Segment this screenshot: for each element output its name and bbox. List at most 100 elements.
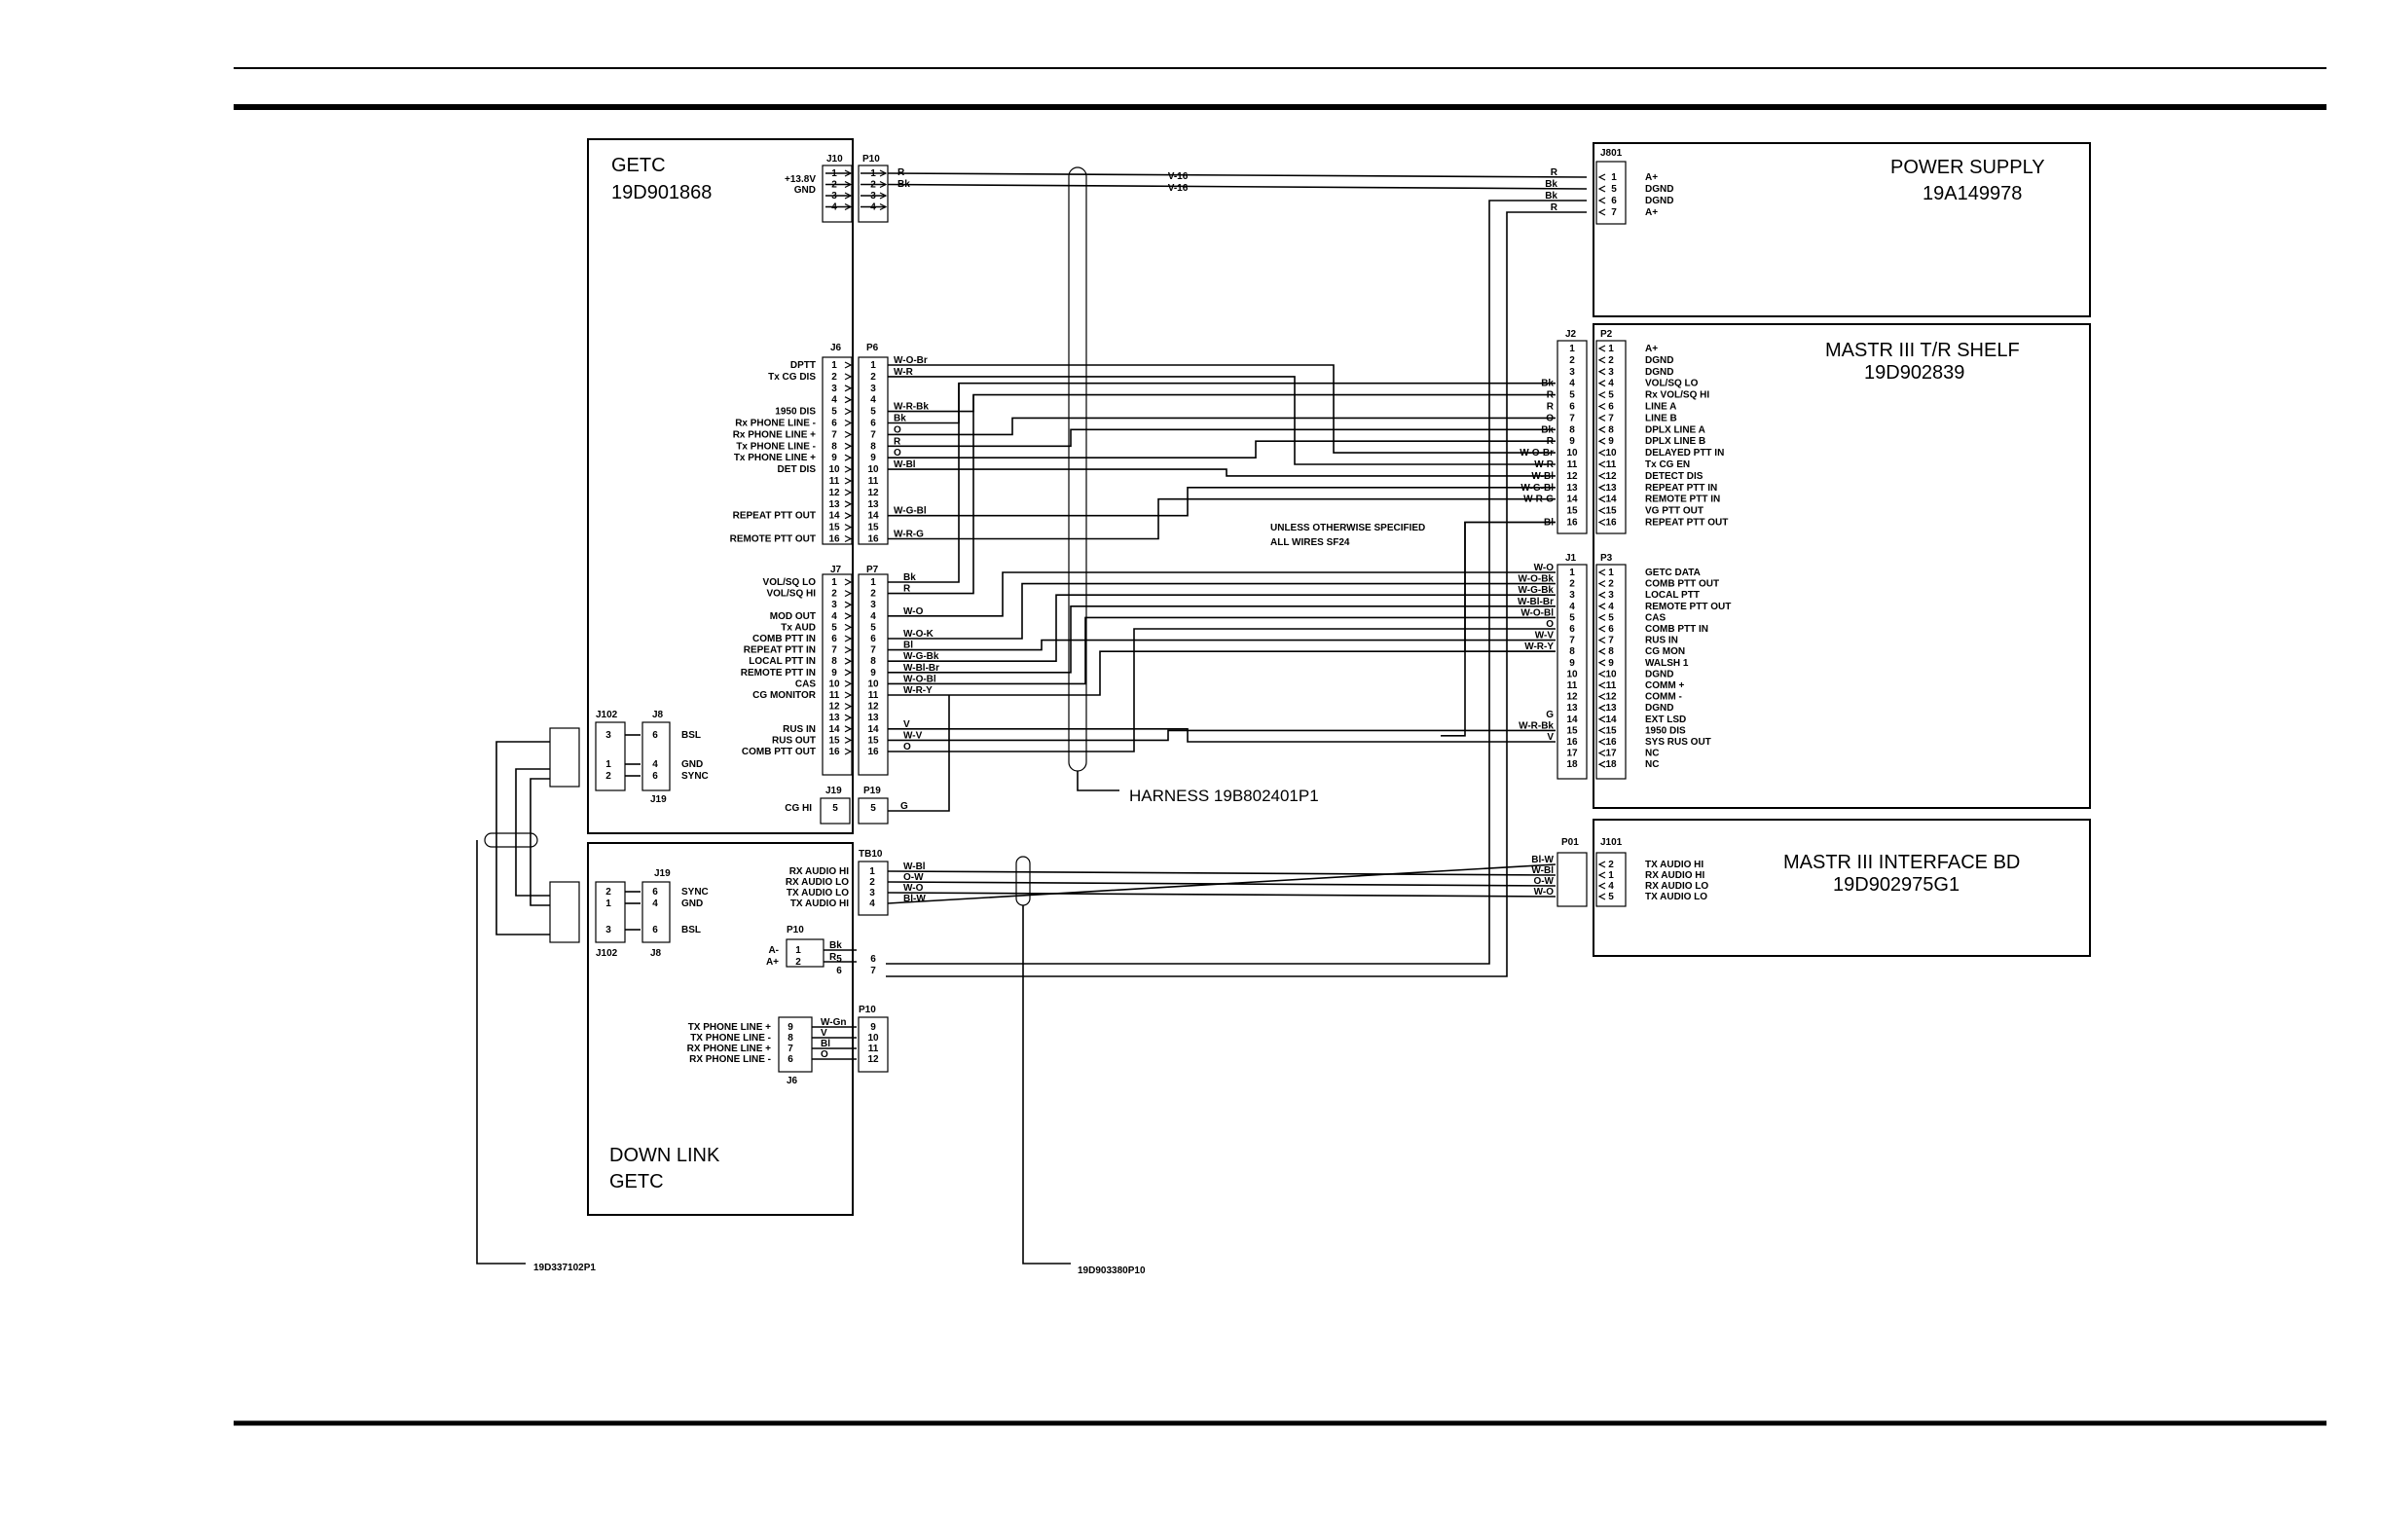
j8-bot-housing — [641, 881, 671, 943]
downlink-part: GETC — [609, 1171, 664, 1192]
j7-pin-arrow — [844, 714, 853, 721]
harness-leader — [1077, 771, 1119, 791]
j6-dl-pin: 9 — [788, 1022, 793, 1033]
j2-pin: 5 — [1569, 390, 1575, 401]
j7-signal: RUS IN — [783, 724, 816, 735]
j1-pin: 17 — [1566, 749, 1578, 759]
j1-pin: 13 — [1566, 703, 1578, 714]
p3-pin: 5 — [1608, 612, 1614, 623]
p10-pin-arrow — [879, 180, 888, 189]
j1-color: W-O-Bk — [1519, 574, 1555, 585]
j8-bot-name: J8 — [650, 948, 662, 959]
p7-j1-wire — [888, 616, 1556, 685]
j7-pin-arrow — [844, 669, 853, 677]
p7-j1-wire — [888, 650, 1556, 696]
j1-pin: 5 — [1569, 612, 1575, 623]
p6-pin: 13 — [867, 499, 879, 510]
j102-bot-pin: 3 — [605, 925, 611, 935]
p2-signal: VOL/SQ LO — [1645, 379, 1699, 389]
j1-pin: 6 — [1569, 624, 1575, 635]
j2-pin: 4 — [1569, 379, 1575, 389]
p3-pin: 2 — [1608, 579, 1614, 590]
tb10-color: W-Bl — [903, 862, 926, 872]
p3-pin-arrow — [1597, 659, 1606, 667]
p2-pin: 2 — [1608, 355, 1614, 366]
j801-pin-arrow — [1597, 173, 1606, 181]
j8-bot-pin: 6 — [652, 925, 658, 935]
j6-pin: 15 — [828, 523, 840, 533]
j1-pin: 14 — [1566, 715, 1578, 725]
p2-signal: LINE A — [1645, 402, 1676, 413]
j1-color: W-R-Bk — [1519, 720, 1554, 731]
cable2-label: 19D903380P10 — [1078, 1265, 1146, 1276]
j8-bot-signal: BSL — [681, 925, 701, 935]
j7-pin-arrow — [844, 657, 853, 665]
p3-signal: DGND — [1645, 669, 1673, 679]
j7-pin: 14 — [828, 724, 840, 735]
p3-pin-arrow — [1597, 603, 1606, 610]
dl-p10-name: P10 — [787, 925, 804, 935]
p6-pin: 12 — [867, 488, 879, 498]
p2-pin-arrow — [1597, 356, 1606, 364]
tb10-p01-wire — [887, 870, 1557, 876]
p3-pin-arrow — [1597, 681, 1606, 689]
p19-label: P19 — [863, 786, 881, 796]
j6-dl-color: W-Gn — [821, 1017, 846, 1028]
p3-pin: 1 — [1608, 568, 1614, 578]
j801-pin-arrow — [1597, 197, 1606, 204]
j7-pin-arrow — [844, 703, 853, 711]
p10-dl-pin: 11 — [868, 1044, 879, 1054]
p3-pin-arrow — [1597, 726, 1606, 734]
p3-pin: 6 — [1608, 624, 1614, 635]
p7-j1-wire — [888, 594, 1556, 662]
p3-pin-arrow — [1597, 591, 1606, 599]
p7-color: Bk — [903, 572, 916, 583]
p7-pin: 15 — [867, 735, 879, 746]
p10-pin-arrow — [879, 192, 888, 200]
cghi-wire — [888, 695, 950, 812]
p3-pin-arrow — [1597, 693, 1606, 701]
dl-p10-color: Bk — [829, 940, 842, 951]
p2-pin: 14 — [1605, 495, 1617, 505]
p6-color: W-R — [894, 367, 914, 378]
p3-signal: NC — [1645, 749, 1659, 759]
j801-label: J801 — [1600, 148, 1623, 159]
j801-color: R — [1551, 202, 1558, 213]
j801-pin-arrow — [1597, 208, 1606, 216]
j801-pin-arrow — [1597, 185, 1606, 193]
j6-pin-arrow — [844, 534, 853, 543]
j6-signal: Tx PHONE LINE + — [734, 453, 816, 463]
j1-pin: 15 — [1566, 725, 1578, 736]
p6-pin: 15 — [867, 523, 879, 533]
p10-housing — [858, 165, 889, 223]
shelf-block — [1593, 323, 2091, 809]
p3-signal: NC — [1645, 759, 1659, 770]
p7-color: R — [903, 584, 911, 595]
p6-color: R — [894, 436, 901, 447]
j7-pin-arrow — [844, 646, 853, 654]
p6-color: Bk — [894, 414, 906, 424]
j6-pin-arrow — [844, 373, 853, 381]
dl-p10-outpin: 5 — [836, 954, 842, 965]
dl-p10-signal: A- — [768, 945, 779, 956]
p3-pin: 18 — [1605, 759, 1617, 770]
dl-p10-color: R — [829, 952, 837, 963]
j1-pin: 12 — [1566, 692, 1578, 703]
p6-j2-wire — [888, 417, 1556, 436]
p3-signal: COMM - — [1645, 692, 1682, 703]
j6-signal: REPEAT PTT OUT — [733, 511, 816, 522]
cg-wire — [1441, 521, 1556, 737]
j7-pin: 11 — [829, 690, 840, 701]
dl-p10-pin: 2 — [795, 957, 801, 968]
power-part: 19A149978 — [1923, 183, 2022, 204]
p2-housing — [1595, 340, 1627, 534]
j7-pin: 10 — [828, 678, 840, 689]
j6-signal: Rx PHONE LINE + — [733, 429, 816, 440]
j7-signal: CAS — [795, 678, 816, 689]
j7-signal: VOL/SQ LO — [763, 577, 817, 588]
j101-pin: 1 — [1608, 870, 1614, 881]
p7-volsq-hi — [888, 394, 974, 595]
p2-signal: Tx CG EN — [1645, 459, 1690, 470]
j101-signal: RX AUDIO LO — [1645, 881, 1708, 892]
j101-signal: TX AUDIO LO — [1645, 892, 1707, 902]
